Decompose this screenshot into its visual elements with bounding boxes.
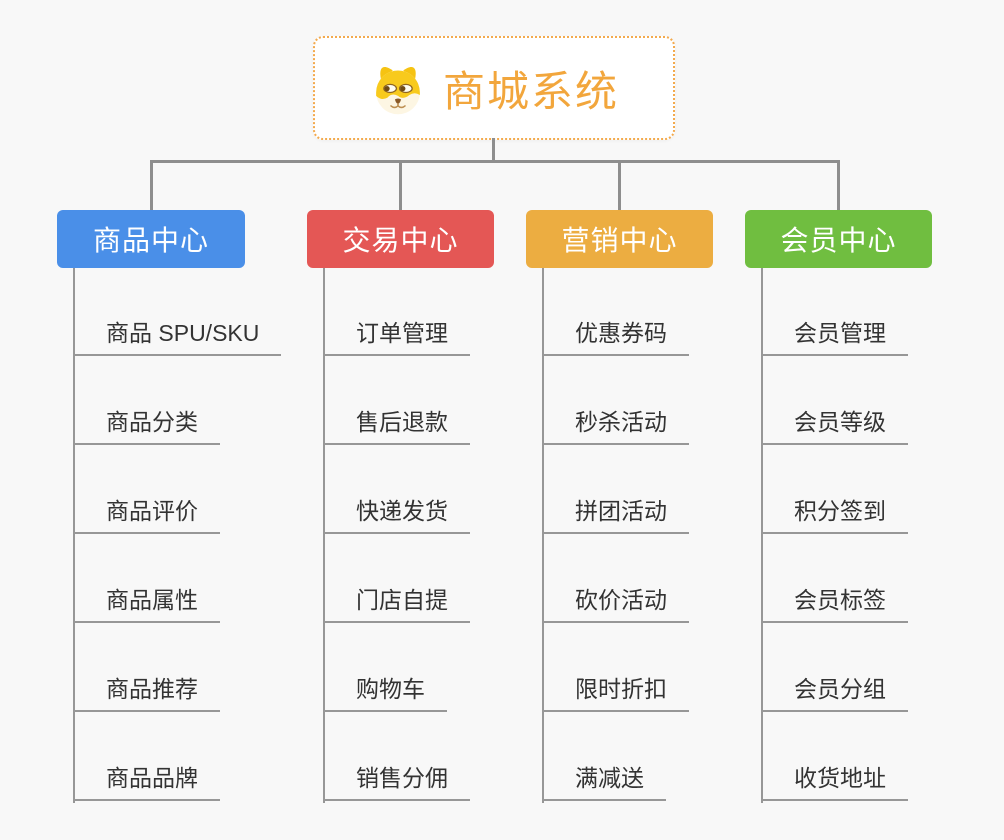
leaf-node[interactable]: 会员等级 <box>761 407 908 445</box>
root-title: 商城系统 <box>442 67 619 115</box>
leaf-node[interactable]: 商品属性 <box>73 585 220 623</box>
leaf-node[interactable]: 门店自提 <box>323 585 470 623</box>
leaf-node[interactable]: 优惠券码 <box>542 318 689 356</box>
branch-trunk <box>761 268 763 803</box>
branch-marketing-center: 营销中心 优惠券码 秒杀活动 拼团活动 砍价活动 限时折扣 满减送 <box>526 210 756 810</box>
leaf-node[interactable]: 商品分类 <box>73 407 220 445</box>
leaf-node[interactable]: 商品品牌 <box>73 763 220 801</box>
connector-drop-trade <box>399 160 402 210</box>
branch-trunk <box>542 268 544 803</box>
branch-trunk <box>323 268 325 803</box>
leaf-node[interactable]: 限时折扣 <box>542 674 689 712</box>
leaf-node[interactable]: 商品推荐 <box>73 674 220 712</box>
leaf-node[interactable]: 积分签到 <box>761 496 908 534</box>
branch-trunk <box>73 268 75 803</box>
branch-member-center: 会员中心 会员管理 会员等级 积分签到 会员标签 会员分组 收货地址 <box>745 210 975 810</box>
connector-drop-member <box>837 160 840 210</box>
leaf-node[interactable]: 满减送 <box>542 763 666 801</box>
leaf-node[interactable]: 快递发货 <box>323 496 470 534</box>
leaf-node[interactable]: 商品评价 <box>73 496 220 534</box>
leaf-node[interactable]: 拼团活动 <box>542 496 689 534</box>
leaf-node[interactable]: 订单管理 <box>323 318 470 356</box>
branch-header-trade[interactable]: 交易中心 <box>307 210 494 268</box>
connector-drop-product <box>150 160 153 210</box>
branch-product-center: 商品中心 商品 SPU/SKU 商品分类 商品评价 商品属性 商品推荐 商品品牌 <box>57 210 287 810</box>
dog-face-icon <box>369 60 427 116</box>
leaf-node[interactable]: 砍价活动 <box>542 585 689 623</box>
branch-trade-center: 交易中心 订单管理 售后退款 快递发货 门店自提 购物车 销售分佣 <box>307 210 537 810</box>
connector-drop-marketing <box>618 160 621 210</box>
leaf-node[interactable]: 秒杀活动 <box>542 407 689 445</box>
connector-bus <box>150 160 840 163</box>
leaf-node[interactable]: 售后退款 <box>323 407 470 445</box>
leaf-node[interactable]: 会员标签 <box>761 585 908 623</box>
leaf-node[interactable]: 会员管理 <box>761 318 908 356</box>
branch-header-member[interactable]: 会员中心 <box>745 210 932 268</box>
leaf-node[interactable]: 收货地址 <box>761 763 908 801</box>
branch-header-product[interactable]: 商品中心 <box>57 210 245 268</box>
leaf-node[interactable]: 购物车 <box>323 674 447 712</box>
root-node[interactable]: 商城系统 <box>313 36 675 140</box>
branch-header-marketing[interactable]: 营销中心 <box>526 210 713 268</box>
leaf-node[interactable]: 会员分组 <box>761 674 908 712</box>
leaf-node[interactable]: 销售分佣 <box>323 763 470 801</box>
leaf-node[interactable]: 商品 SPU/SKU <box>73 318 282 356</box>
connector-root-drop <box>492 138 495 162</box>
